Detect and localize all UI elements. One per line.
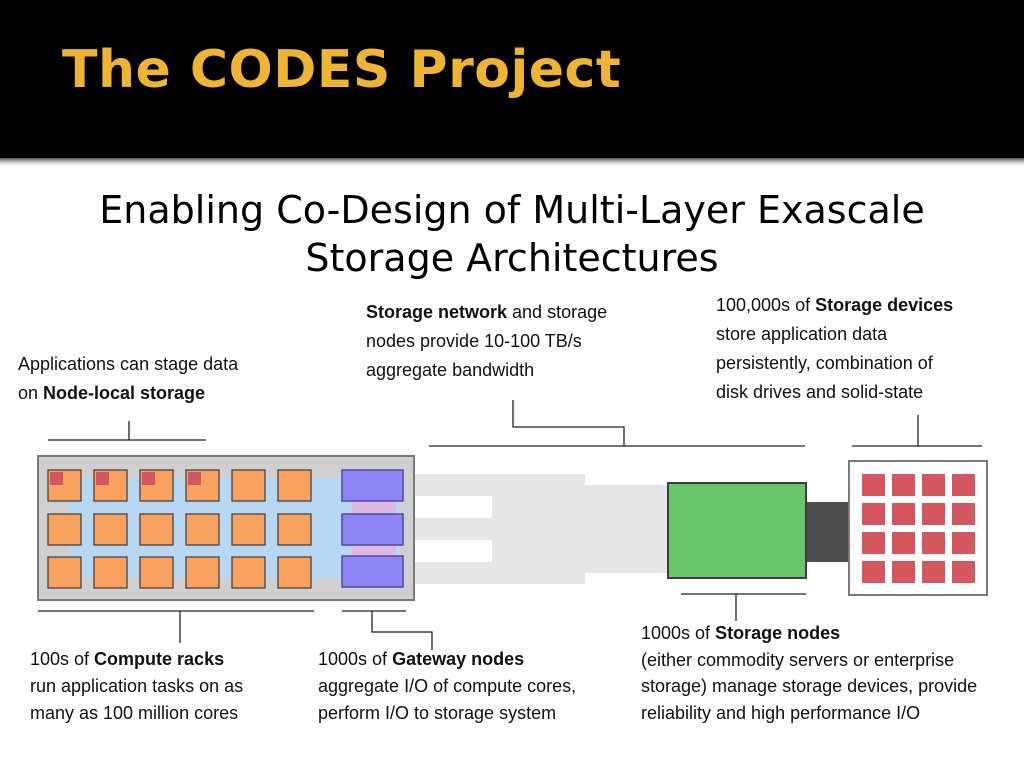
callout-text: persistently, combination of [716, 353, 933, 373]
compute-core [277, 556, 312, 589]
network-link-middle [404, 518, 492, 540]
compute-core [93, 513, 128, 546]
node-local-storage-callout: Applications can stage data on Node-loca… [18, 350, 238, 408]
storage-device [952, 561, 975, 583]
gateway-nodes-callout: 1000s of Gateway nodes aggregate I/O of … [318, 646, 576, 727]
storage-device [922, 474, 945, 496]
compute-core [185, 513, 220, 546]
storage-device [892, 474, 915, 496]
callout-text: storage) manage storage devices, provide [641, 676, 978, 696]
storage-device [952, 474, 975, 496]
storage-devices-callout: 100,000s of Storage devices store applic… [716, 291, 953, 407]
callout-text: 100s of [30, 649, 95, 669]
node-local-storage [188, 472, 201, 485]
gateway-node [341, 469, 404, 502]
compute-core [231, 556, 266, 589]
storage-device [862, 532, 885, 554]
header-divider [0, 158, 1024, 166]
bracket-storage-network [429, 400, 805, 447]
callout-emphasis: Storage devices [815, 295, 954, 315]
compute-core [139, 556, 174, 589]
node-local-storage [50, 472, 63, 485]
storage-nodes-callout: 1000s of Storage nodes (either commodity… [641, 620, 977, 726]
callout-text: and storage [507, 302, 608, 322]
callout-emphasis: Storage nodes [715, 623, 841, 643]
callout-text: run application tasks on as [30, 676, 244, 696]
callout-text: (either commodity servers or enterprise [641, 649, 955, 670]
storage-device [922, 532, 945, 554]
callout-emphasis: Node-local storage [43, 383, 206, 403]
callout-text: many as 100 million cores [30, 703, 239, 723]
callout-emphasis: Gateway nodes [392, 649, 525, 669]
storage-device [862, 474, 885, 496]
storage-connector [806, 502, 854, 562]
compute-cores [47, 469, 312, 589]
storage-device [892, 503, 915, 525]
storage-network-links [404, 474, 668, 584]
callout-text: aggregate bandwidth [366, 360, 535, 380]
compute-core [139, 469, 174, 502]
compute-racks-callout: 100s of Compute racks run application ta… [30, 646, 243, 727]
gateway-node [341, 513, 404, 546]
compute-core [231, 469, 266, 502]
callout-text: Applications can stage data [18, 354, 239, 374]
gateway-nodes [341, 469, 404, 588]
node-local-storage [96, 472, 109, 485]
storage-network-callout: Storage network and storage nodes provid… [366, 298, 607, 385]
compute-core [185, 556, 220, 589]
callout-text: 1000s of [318, 649, 393, 669]
subtitle-line-1: Enabling Co-Design of Multi-Layer Exasca… [99, 188, 925, 232]
node-local-storage [142, 472, 155, 485]
storage-device [892, 532, 915, 554]
subtitle-line-2: Storage Architectures [305, 236, 719, 280]
callout-text: disk drives and solid-state [716, 382, 924, 402]
gateway-node [341, 555, 404, 588]
callout-emphasis: Compute racks [94, 649, 225, 669]
callout-text: on [18, 383, 44, 403]
bracket-storage-nodes [681, 593, 806, 621]
bracket-node-local [48, 421, 206, 441]
storage-device [952, 503, 975, 525]
network-link-trunk [492, 485, 668, 573]
callout-text: 1000s of [641, 623, 716, 643]
callout-text: aggregate I/O of compute cores, [318, 676, 577, 696]
callout-text: perform I/O to storage system [318, 703, 557, 723]
bracket-storage-devices [852, 415, 982, 447]
storage-device [862, 561, 885, 583]
bracket-compute-racks [38, 610, 314, 643]
callout-text: nodes provide 10-100 TB/s [366, 331, 582, 351]
storage-devices [862, 474, 975, 583]
compute-core [277, 513, 312, 546]
compute-core [231, 513, 266, 546]
slide-subtitle: Enabling Co-Design of Multi-Layer Exasca… [0, 186, 1024, 282]
callout-text: reliability and high performance I/O [641, 702, 921, 723]
compute-core [47, 556, 82, 589]
storage-device [892, 561, 915, 583]
storage-device [922, 503, 945, 525]
title-bar: The CODES Project [0, 0, 1024, 158]
compute-core [93, 556, 128, 589]
storage-node [667, 482, 807, 579]
compute-core [277, 469, 312, 502]
callout-emphasis: Storage network [366, 302, 508, 322]
slide-title: The CODES Project [62, 40, 622, 100]
callout-text: 100,000s of [716, 295, 816, 315]
bracket-gateway-nodes [342, 610, 433, 650]
storage-device [952, 532, 975, 554]
storage-device [922, 561, 945, 583]
compute-core [139, 513, 174, 546]
callout-text: store application data [716, 324, 888, 344]
storage-device [862, 503, 885, 525]
compute-core [47, 513, 82, 546]
callout-brackets [38, 400, 982, 650]
